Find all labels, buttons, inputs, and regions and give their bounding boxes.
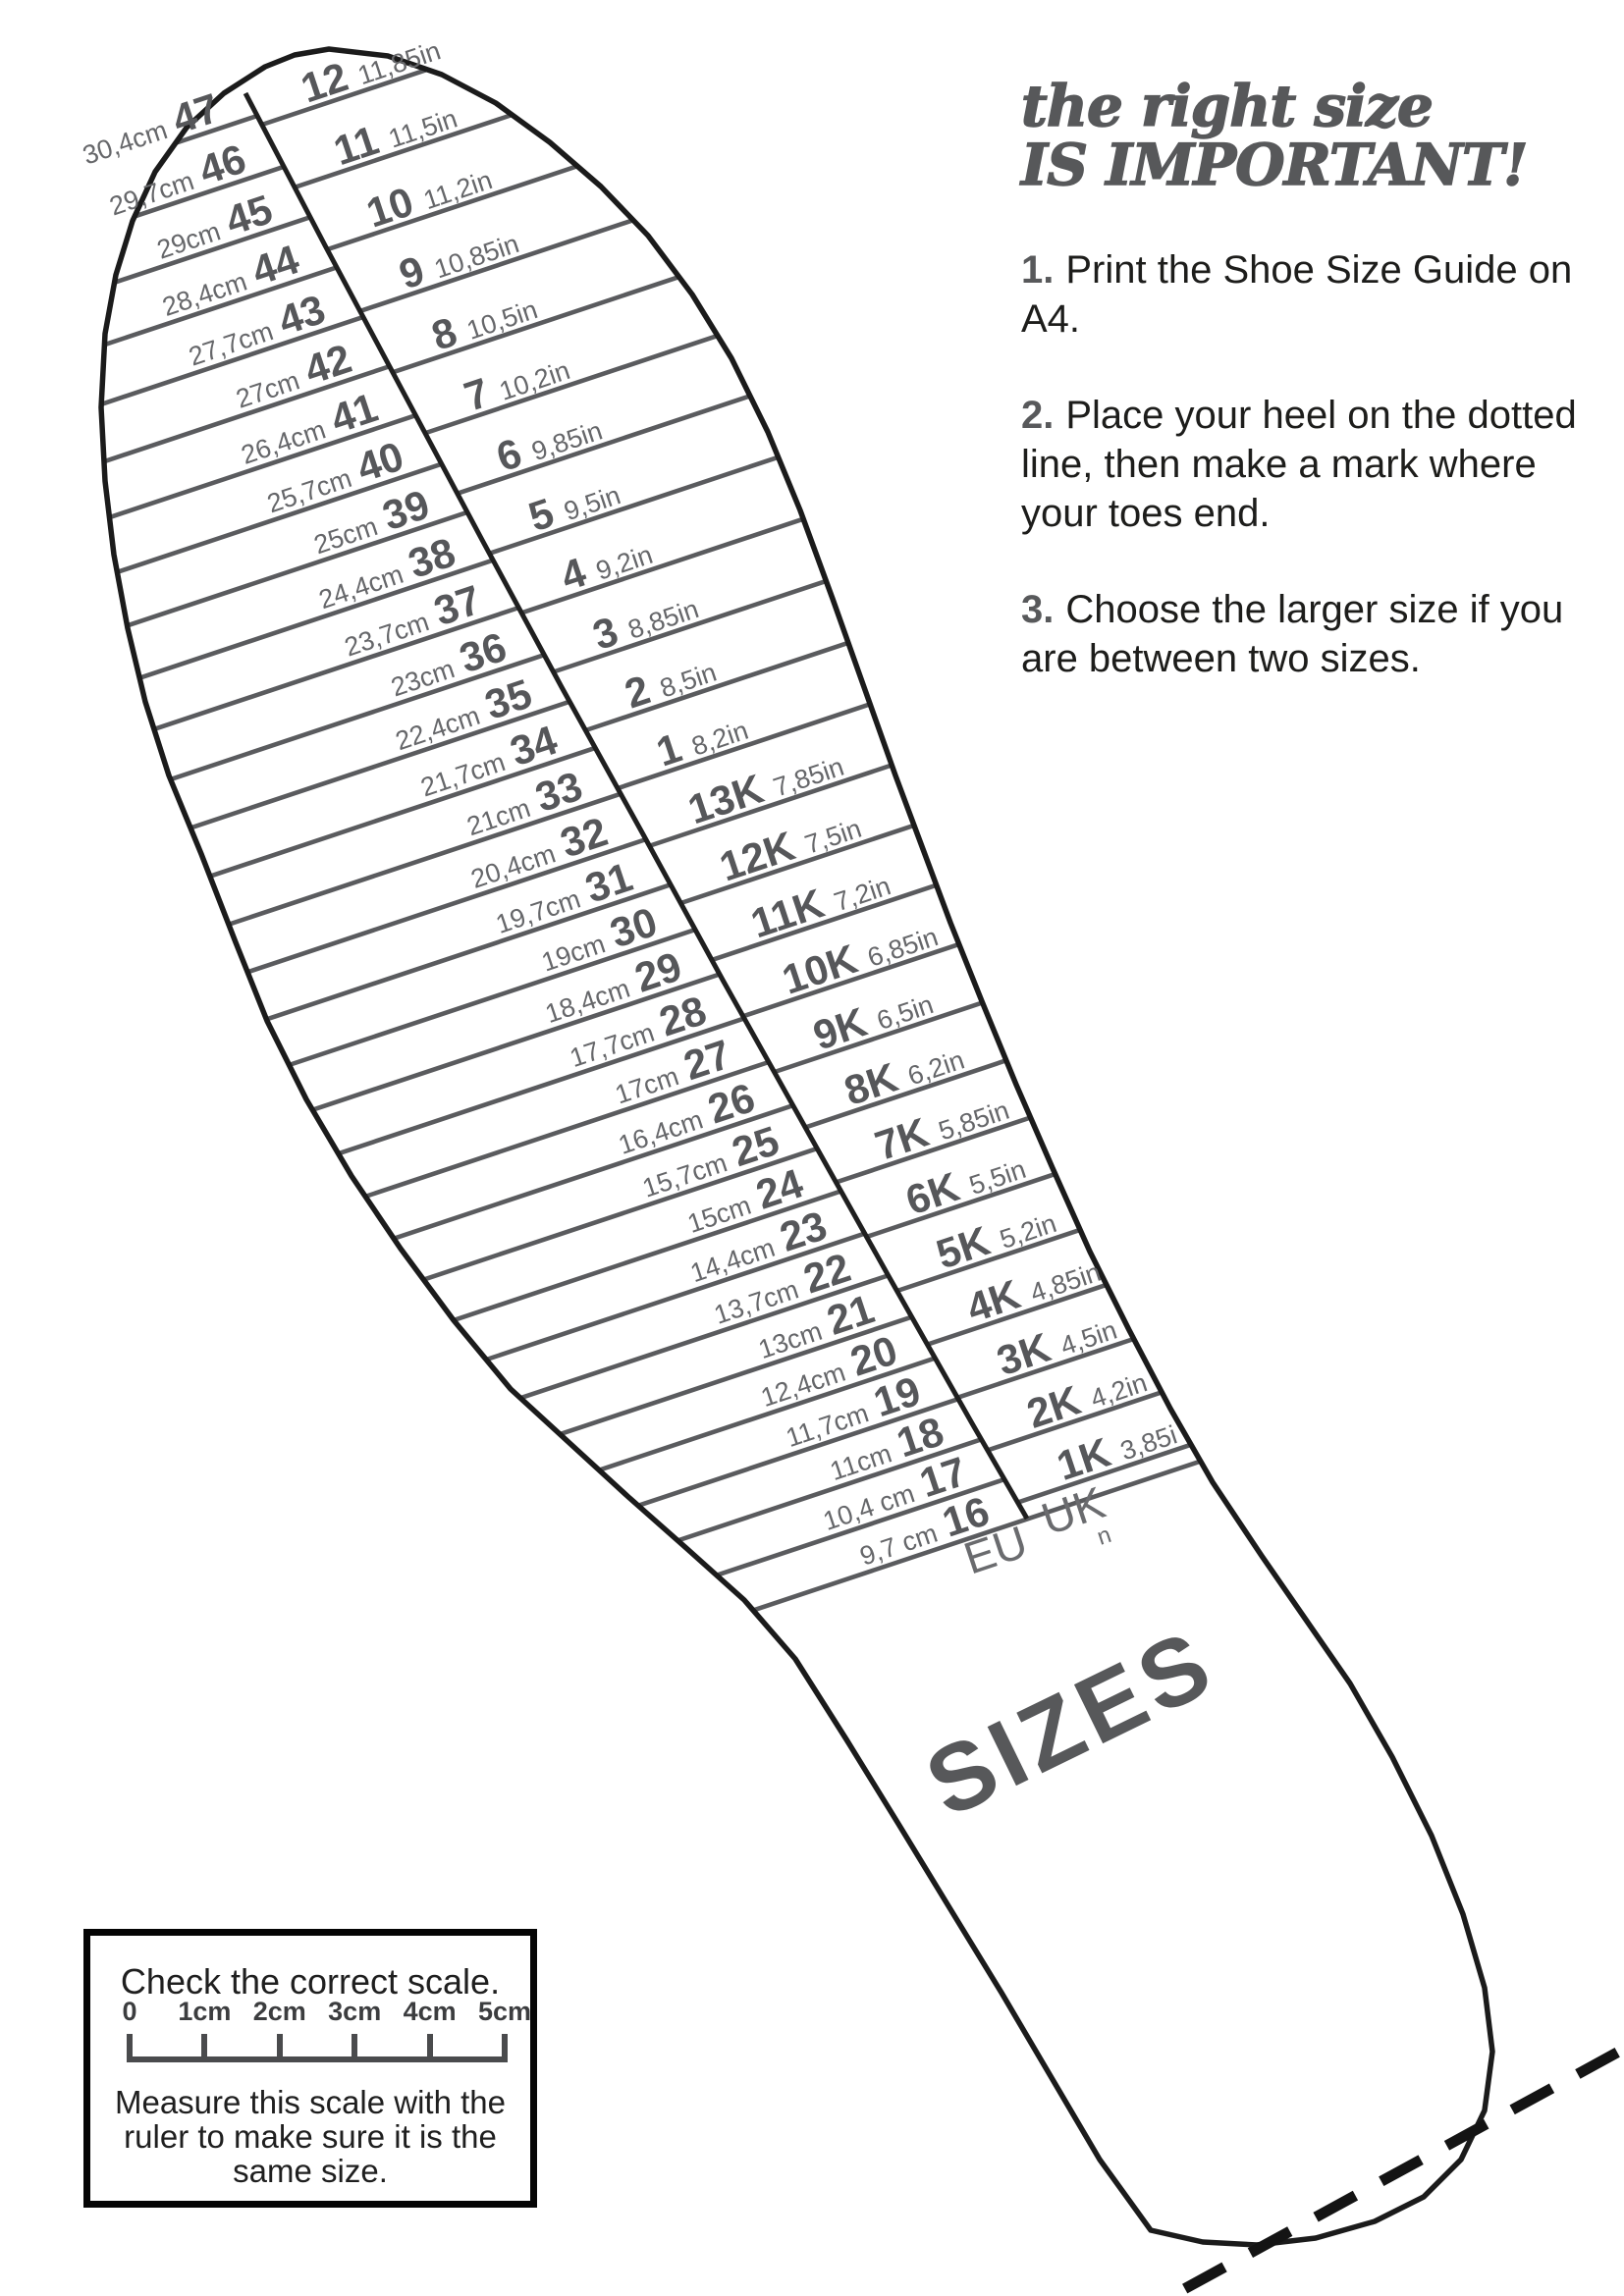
sizes-watermark: SIZES [910, 1608, 1231, 1838]
instruction-step: 2.Place your heel on the dotted line, the… [1021, 391, 1591, 538]
uk-size-label: 28,5in [619, 644, 721, 717]
ruler-tick-label: 2cm [252, 1997, 306, 2026]
ruler-tick-label: 5cm [477, 1997, 532, 2026]
ruler-tick-label: 3cm [328, 1997, 382, 2026]
eu-size-line [101, 364, 391, 843]
eu-size-line [101, 1059, 770, 1539]
eu-size-line [101, 1396, 960, 1876]
eu-uk-divider-line [243, 91, 1030, 1521]
ruler-tick [201, 2034, 208, 2062]
ruler-tick-label: 1cm [178, 1997, 232, 2026]
ruler-tick [276, 2034, 283, 2062]
eu-size-line [101, 1016, 745, 1495]
ruler-tick-label: 0 [122, 1997, 137, 2026]
eu-size-line [101, 461, 443, 941]
uk-size-label: 18,2in [651, 702, 753, 774]
instruction-step: 1.Print the Shoe Size Guide on A4. [1021, 245, 1591, 344]
scale-note-line: same size. [233, 2153, 388, 2189]
eu-size-line [101, 412, 417, 892]
uk-size-line [326, 49, 1492, 252]
uk-size-label: 49,2in [555, 527, 657, 600]
eu-size-line [101, 882, 672, 1362]
eu-size-line [101, 837, 647, 1316]
step-number: 3. [1021, 588, 1055, 631]
uk-size-line [294, 49, 1492, 189]
uk-size-label: 910,85in [394, 216, 523, 298]
page-title-line2: IS IMPORTANT! [1020, 132, 1529, 198]
instruction-steps: 1.Print the Shoe Size Guide on A4. 2.Place… [1021, 245, 1591, 683]
uk-size-label: 59,5in [523, 467, 625, 540]
uk-size-label: 38,85in [587, 581, 703, 659]
instruction-step-line: 3.Choose the larger size if you [1021, 588, 1564, 631]
scale-ruler: 0 1cm 2cm 3cm 4cm 5cm [90, 1936, 531, 2201]
eu-size-line [101, 314, 364, 794]
eu-size-line [101, 791, 622, 1271]
eu-size-line [101, 699, 571, 1179]
step-number: 1. [1021, 248, 1055, 292]
uk-size-label: 1211,85in [296, 23, 446, 112]
instruction-step-line: your toes end. [1021, 492, 1271, 535]
eu-size-line [101, 605, 520, 1085]
instruction-step-line: are between two sizes. [1021, 637, 1421, 680]
eu-size-line [101, 652, 546, 1132]
page-title: the right size IS IMPORTANT! [1020, 73, 1591, 198]
page-title-line1: the right size [1020, 73, 1434, 139]
step-number: 2. [1021, 394, 1055, 437]
ruler-tick [426, 2034, 433, 2062]
uk-size-label: 1011,2in [360, 152, 496, 237]
uk-column-note: n [1094, 1522, 1114, 1551]
instructions-panel: the right size IS IMPORTANT! 1.Print the… [1020, 73, 1591, 730]
heel-dotted-line [1160, 2042, 1624, 2296]
eu-size-line [101, 745, 596, 1225]
instruction-step: 3.Choose the larger size if you are betwe… [1021, 585, 1591, 683]
instruction-step-line: 1.Print the Shoe Size Guide on [1021, 248, 1573, 292]
ruler-baseline [127, 2056, 508, 2062]
eu-size-line [101, 927, 696, 1407]
scale-check-box: Check the correct scale. 0 1cm 2cm 3cm 4cm 5c… [83, 1929, 537, 2208]
ruler-tick [127, 2034, 133, 2062]
instruction-step-line: line, then make a mark where [1021, 443, 1537, 486]
uk-size-label: 710,2in [459, 343, 574, 420]
instruction-step-line: A4. [1021, 297, 1081, 341]
ruler-tick [502, 2034, 508, 2062]
ruler-tick-label: 4cm [403, 1997, 457, 2026]
instruction-step-line: 2.Place your heel on the dotted [1021, 394, 1577, 437]
scale-note-line: Measure this scale with the [114, 2084, 506, 2120]
eu-size-line [101, 1476, 1005, 1956]
uk-size-label: 69,85in [491, 402, 607, 480]
ruler-tick [352, 2034, 358, 2062]
eu-size-line [101, 972, 721, 1451]
uk-size-label: 810,5in [426, 282, 542, 359]
scale-box-title: Check the correct scale. [120, 1961, 501, 2002]
eu-size-line [101, 1103, 794, 1582]
eu-size-line [101, 558, 495, 1038]
uk-size-label: 1111,5in [328, 90, 461, 174]
scale-note-line: ruler to make sure it is the [124, 2118, 497, 2155]
eu-size-line [101, 509, 468, 989]
